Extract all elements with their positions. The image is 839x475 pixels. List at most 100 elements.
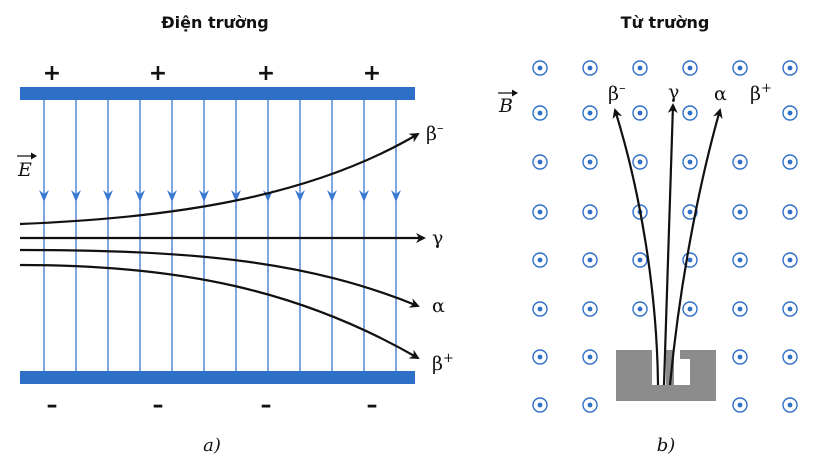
- field-arrowhead: [167, 190, 177, 202]
- field-arrowhead: [295, 190, 305, 202]
- field-arrowhead: [359, 190, 369, 202]
- particle-labels-b: β– γ α β+: [608, 81, 772, 105]
- label-gamma: γ: [432, 227, 443, 249]
- field-dot-icon: [582, 204, 598, 220]
- label-beta-plus: β+: [432, 351, 454, 375]
- minus-sign: –: [153, 393, 164, 418]
- alpha-trajectory: [19, 248, 420, 308]
- field-dot-icon: [532, 154, 548, 170]
- field-dot-icon: [632, 301, 648, 317]
- radioactive-source: [616, 350, 716, 401]
- field-dot-icon: [532, 204, 548, 220]
- field-dot-icon: [782, 204, 798, 220]
- field-dot-icon: [582, 301, 598, 317]
- panel-a-caption: a): [203, 435, 221, 456]
- electric-field-lines: [43, 100, 397, 371]
- vector-arrowhead: [31, 152, 37, 160]
- field-dot-icon: [782, 252, 798, 268]
- field-dot-icon: [632, 105, 648, 121]
- field-arrowhead: [103, 190, 113, 202]
- field-dot-icon: [632, 60, 648, 76]
- gamma-trajectory: [662, 103, 678, 386]
- field-dot-icon: [732, 252, 748, 268]
- field-arrowhead: [71, 190, 81, 202]
- field-dot-icon: [682, 301, 698, 317]
- field-dot-icon: [532, 105, 548, 121]
- field-dot-icon: [732, 154, 748, 170]
- field-arrowheads: [39, 190, 401, 202]
- field-dot-icon: [582, 397, 598, 413]
- trajectories-b: [612, 103, 723, 386]
- label-beta-plus: β+: [750, 81, 772, 105]
- field-dot-icon: [532, 301, 548, 317]
- panel-a-title: Điện trường: [161, 13, 268, 32]
- panel-b-title: Từ trường: [621, 13, 710, 32]
- label-gamma: γ: [668, 81, 679, 103]
- minus-signs: – – – –: [47, 393, 378, 418]
- label-alpha: α: [432, 295, 445, 317]
- field-dot-icon: [632, 252, 648, 268]
- field-dot-icon: [532, 349, 548, 365]
- field-arrowhead: [327, 190, 337, 202]
- plus-sign: +: [43, 61, 61, 86]
- minus-sign: –: [47, 393, 58, 418]
- magnetic-field-label: B: [498, 89, 518, 117]
- field-dot-icon: [782, 154, 798, 170]
- plus-signs: + + + +: [43, 61, 381, 86]
- beta-minus-trajectory: [612, 108, 660, 386]
- minus-sign: –: [261, 393, 272, 418]
- beta-plus-trajectory: [19, 263, 420, 359]
- field-dot-icon: [682, 204, 698, 220]
- plus-sign: +: [257, 61, 275, 86]
- field-symbol-e: E: [17, 159, 32, 181]
- field-dot-icon: [732, 60, 748, 76]
- field-dot-icon: [582, 349, 598, 365]
- field-dot-icon: [732, 349, 748, 365]
- field-dot-icon: [782, 349, 798, 365]
- field-dot-icon: [532, 397, 548, 413]
- plus-sign: +: [363, 61, 381, 86]
- label-beta-minus: β–: [426, 121, 443, 145]
- field-dot-icon: [782, 60, 798, 76]
- field-arrowhead: [39, 190, 49, 202]
- panel-magnetic-field: Từ trường B β– γ α β+ b): [498, 13, 798, 456]
- panel-b-caption: b): [657, 435, 676, 456]
- field-dot-icon: [582, 60, 598, 76]
- field-dot-icon: [582, 252, 598, 268]
- label-alpha: α: [714, 83, 727, 105]
- field-arrowhead: [135, 190, 145, 202]
- field-dot-icon: [582, 154, 598, 170]
- plus-sign: +: [149, 61, 167, 86]
- field-symbol-b: B: [498, 95, 513, 117]
- trajectories-a: [19, 132, 426, 359]
- label-beta-minus: β–: [608, 81, 625, 105]
- field-arrowhead: [231, 190, 241, 202]
- field-arrowhead: [391, 190, 401, 202]
- field-arrowhead: [199, 190, 209, 202]
- field-dot-icon: [682, 60, 698, 76]
- field-dot-icon: [782, 397, 798, 413]
- negative-plate: [20, 371, 415, 384]
- minus-sign: –: [367, 393, 378, 418]
- field-dot-icon: [682, 105, 698, 121]
- electric-field-label: E: [17, 152, 37, 181]
- field-dot-icon: [682, 252, 698, 268]
- field-dot-icon: [682, 154, 698, 170]
- field-dot-icon: [782, 105, 798, 121]
- field-dot-icon: [532, 60, 548, 76]
- alpha-trajectory: [668, 108, 723, 386]
- positive-plate: [20, 87, 415, 100]
- particle-labels-a: β– γ α β+: [426, 121, 454, 375]
- field-dot-icon: [532, 252, 548, 268]
- field-dot-icon: [732, 301, 748, 317]
- vector-arrowhead: [512, 89, 518, 97]
- field-dot-icon: [632, 154, 648, 170]
- field-dot-icon: [582, 105, 598, 121]
- panel-electric-field: Điện trường + + + +: [17, 13, 454, 456]
- beta-minus-trajectory: [19, 132, 420, 226]
- field-dot-icon: [782, 301, 798, 317]
- field-dot-icon: [732, 204, 748, 220]
- magnetic-field-dots: [532, 60, 798, 413]
- field-dot-icon: [732, 397, 748, 413]
